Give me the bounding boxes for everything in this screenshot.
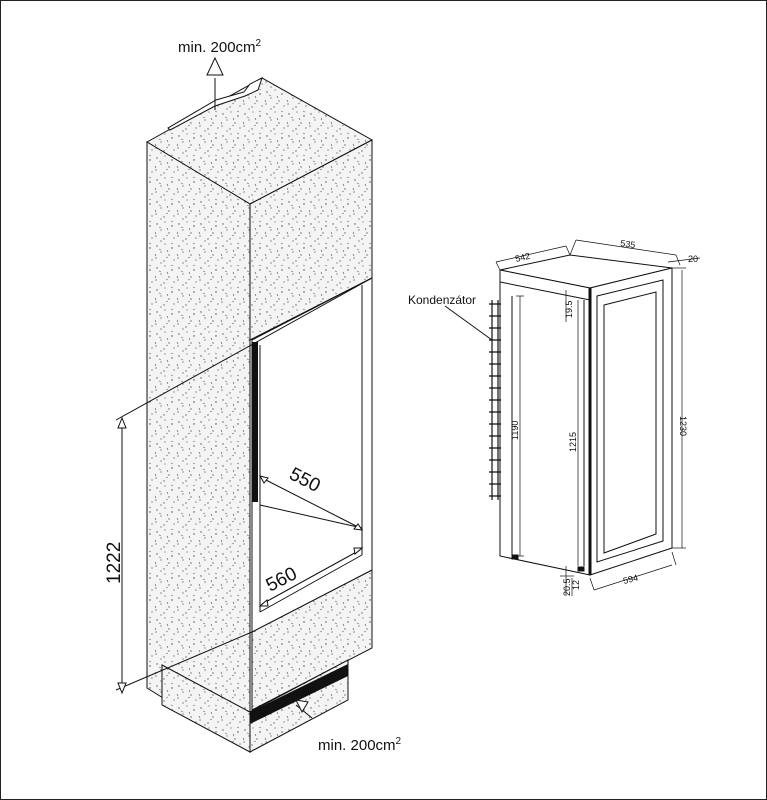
niche-opening bbox=[251, 277, 373, 633]
niche-height-label: 1222 bbox=[104, 542, 125, 584]
dim-594: 594 bbox=[622, 573, 639, 586]
depth-dimension bbox=[258, 475, 364, 531]
dim-20: 20 bbox=[688, 254, 698, 264]
height-dimension bbox=[115, 277, 373, 695]
condenser-coil bbox=[489, 300, 501, 500]
width-dimension bbox=[258, 547, 364, 607]
cabinet-left-face bbox=[146, 141, 251, 753]
top-airflow-label: min. 200cm2 bbox=[178, 38, 262, 56]
dim-1230: 1230 bbox=[678, 416, 688, 436]
dim-19-5: 19.5 bbox=[564, 300, 574, 318]
dim-1215: 1215 bbox=[568, 432, 578, 452]
wine-cooler bbox=[499, 254, 673, 576]
dim-20-5: 20.5 bbox=[562, 578, 572, 596]
niche-dark-strip bbox=[252, 342, 258, 502]
top-airflow-arrow bbox=[206, 56, 224, 110]
dim-12: 12 bbox=[571, 580, 581, 590]
bottom-airflow-arrow bbox=[295, 699, 313, 719]
appliance-dimension-lines bbox=[495, 239, 701, 596]
dim-1190: 1190 bbox=[510, 421, 520, 440]
plinth-vent-opening bbox=[250, 664, 348, 724]
condenser-leader bbox=[444, 305, 493, 341]
cooler-door-inner bbox=[603, 291, 657, 554]
dim-542: 542 bbox=[514, 251, 531, 264]
bottom-airflow-label: min. 200cm2 bbox=[318, 736, 402, 754]
dim-535: 535 bbox=[620, 238, 636, 250]
cooler-door-glass bbox=[596, 279, 664, 563]
condenser-label: Kondenzátor bbox=[408, 293, 476, 307]
